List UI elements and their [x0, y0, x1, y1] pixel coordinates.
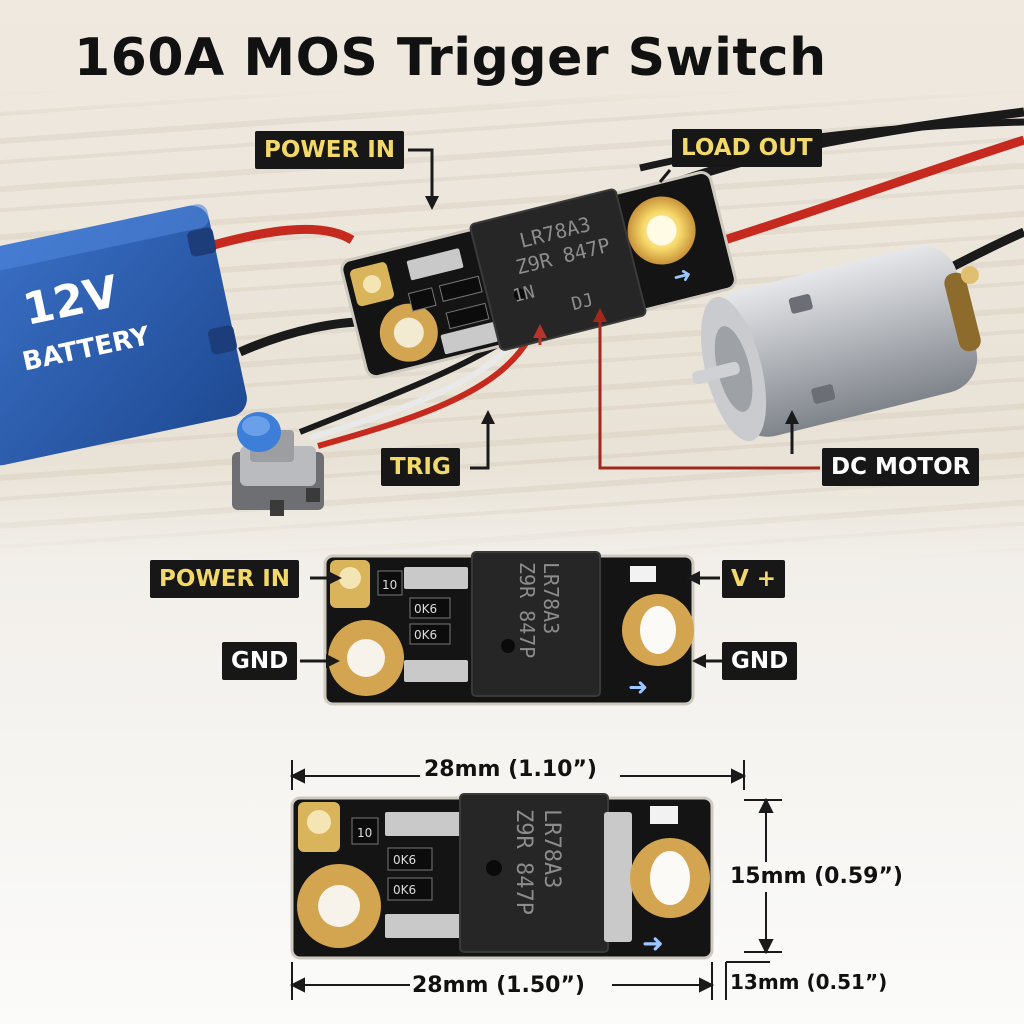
board-pinout: 10 0K6 0K6 LR78A3 Z9R 847P ➜ [323, 551, 695, 706]
width-top-dimension: 28mm (1.10”) [424, 757, 597, 782]
arrow-right-icon [731, 768, 747, 784]
arrow-left-icon [686, 571, 700, 585]
gnd-left-label: GND [222, 642, 298, 680]
resistor-mark: 0K6 [393, 883, 416, 897]
chip-marking-line1: LR78A3 [539, 562, 563, 634]
v-plus-label: V + [722, 560, 786, 598]
thickness-dimension: 13mm (0.51”) [730, 970, 888, 994]
arrow-left-icon [289, 768, 305, 784]
direction-arrow-icon: ➜ [628, 673, 648, 701]
dc-motor [692, 245, 981, 442]
arrow-down-icon [425, 196, 439, 210]
chip-marking-line1: LR78A3 [539, 809, 564, 888]
direction-arrow-icon: ➜ [642, 929, 664, 959]
resistor-mark: 0K6 [414, 628, 437, 642]
arrow-up-icon [481, 410, 495, 424]
resistor-mark: 10 [382, 578, 397, 592]
trigger-white-wire [309, 338, 518, 441]
width-bottom-dimension: 28mm (1.50”) [412, 973, 585, 998]
arrow-up-icon [533, 324, 547, 338]
chip-marking-line2: Z9R 847P [515, 562, 539, 658]
arrow-left-icon [289, 977, 305, 993]
arrow-up-icon [758, 797, 774, 813]
power-in-leader [408, 148, 434, 200]
power-in-label: POWER IN [255, 131, 405, 169]
board-dimensions: 10 0K6 0K6 LR78A3 Z9R 847P ➜ [290, 793, 714, 960]
arrow-right-icon [326, 654, 340, 668]
dimension-lines [289, 760, 782, 1000]
arrow-right-icon [328, 571, 342, 585]
trig-label: TRIG [381, 448, 460, 486]
dc-motor-label: DC MOTOR [822, 448, 980, 486]
arrow-right-icon [699, 977, 715, 993]
wires [208, 107, 1024, 449]
arrow-left-icon [692, 654, 706, 668]
board-scene: LR78A3 Z9R 847P 1N DJ ➜ [340, 170, 737, 379]
load-out-leader [658, 169, 672, 183]
dc-motor-leader [598, 318, 820, 470]
callout-lines [300, 148, 820, 668]
height-dimension: 15mm (0.59”) [730, 864, 903, 889]
arrow-up-icon [593, 308, 607, 322]
resistor-mark: 0K6 [393, 853, 416, 867]
chip-marking-line4: DJ [569, 289, 595, 315]
arrow-down-icon [758, 939, 774, 955]
page-title: 160A MOS Trigger Switch [74, 28, 827, 88]
battery-red-wire [208, 224, 355, 251]
trigger-red-wire [317, 338, 531, 449]
chip-marking-line2: Z9R 847P [511, 809, 536, 915]
load-out-label: LOAD OUT [672, 129, 822, 167]
arrow-up-icon [785, 410, 799, 424]
gnd-right-label: GND [722, 642, 798, 680]
trig-leader [470, 420, 490, 470]
direction-arrow-icon: ➜ [671, 262, 695, 291]
push-button [232, 412, 324, 516]
battery: 12V BATTERY [0, 204, 247, 466]
motor-black-wire [947, 227, 1024, 273]
chip-marking-line3: 1N [511, 281, 537, 307]
trigger-black-wire [298, 337, 507, 435]
resistor-mark: 0K6 [414, 602, 437, 616]
motor-red-wire [710, 135, 1024, 249]
resistor-mark: 10 [357, 826, 372, 840]
power-in-mid-label: POWER IN [150, 560, 300, 598]
